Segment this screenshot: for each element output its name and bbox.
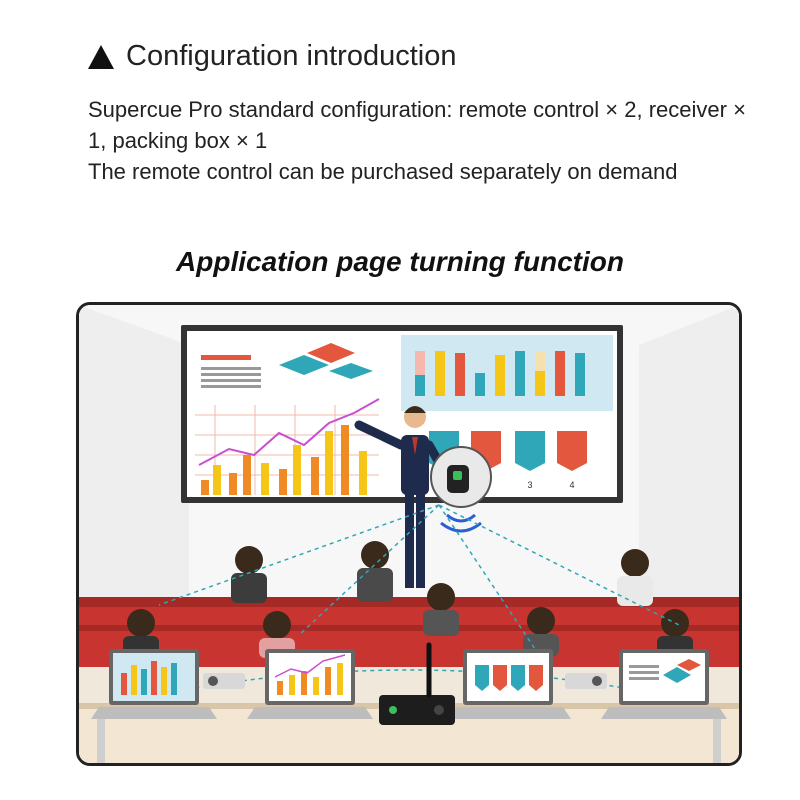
intro-text: Supercue Pro standard configuration: rem… — [88, 94, 768, 187]
remote-control-zoom — [430, 446, 492, 533]
laptop-1 — [91, 649, 217, 719]
receiver-device — [379, 642, 455, 725]
slide-left-bars — [201, 425, 367, 495]
classroom-illustration: 1 2 3 4 — [76, 302, 742, 766]
section-heading: Configuration introduction — [88, 40, 456, 73]
wireless-signal-lines — [108, 504, 710, 706]
classroom-scene-svg: 1 2 3 4 — [79, 305, 739, 763]
slide-left-trend-line — [198, 398, 380, 466]
step-number-3: 3 — [527, 480, 532, 490]
projector-left — [203, 673, 245, 689]
projector-right — [565, 673, 607, 689]
laptop-2 — [247, 649, 373, 719]
presenter — [354, 406, 454, 588]
slide-right-bars — [415, 351, 585, 396]
intro-line-remote: The remote control can be purchased sepa… — [88, 159, 678, 184]
intro-line-config: Supercue Pro standard configuration: rem… — [88, 97, 746, 153]
laptop-4 — [601, 649, 727, 719]
application-subtitle: Application page turning function — [176, 246, 624, 277]
heading-text: Configuration introduction — [126, 40, 457, 72]
slide-left-diagram — [201, 343, 373, 388]
laptop-3 — [445, 649, 571, 719]
step-number-4: 4 — [569, 480, 574, 490]
triangle-icon — [88, 44, 114, 69]
projection-screen: 1 2 3 4 — [181, 325, 623, 503]
